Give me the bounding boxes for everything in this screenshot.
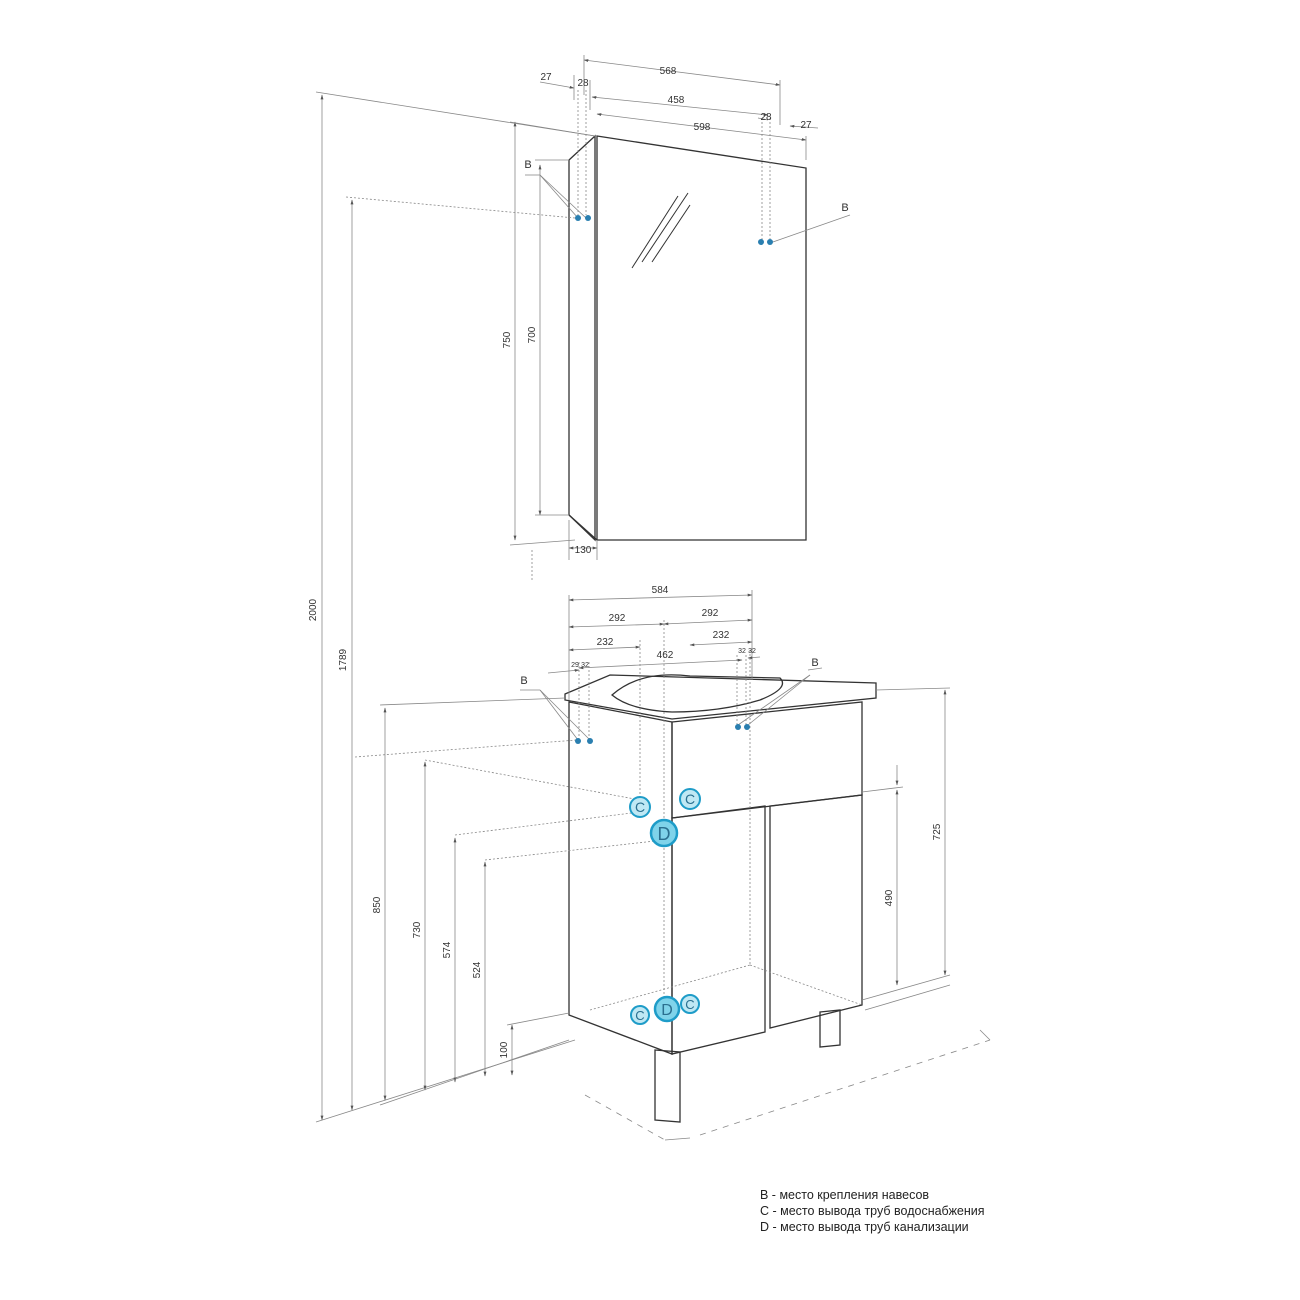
vanity-cabinet [564,674,877,1123]
cabinet-door-left [671,805,766,1055]
legend-drain: D - место вывода труб канализации [760,1220,969,1234]
cabinet-small-b: 32 [581,662,589,669]
drain-outlet-lower [653,995,681,1023]
overall-height-2000: 2000 [308,598,319,621]
drain-label-upper: D [658,824,671,844]
cabinet-hinge-dots [575,724,750,744]
overall-height-1789: 1789 [338,648,349,671]
water-label-upper-right: C [685,791,695,807]
cabinet-height-490: 490 [884,889,895,906]
cabinet-hinge-label-right: B [811,657,818,669]
mirror-height-door: 700 [527,326,538,343]
mirror-depth: 130 [575,545,592,556]
water-label-lower-left: C [635,1008,644,1023]
cabinet-height-524: 524 [472,961,483,978]
cabinet-height-725: 725 [932,823,943,840]
water-label-lower-right: C [685,997,694,1012]
mirror-door-width: 598 [694,122,711,133]
mirror-cabinet [568,134,807,542]
cabinet-half-left: 292 [609,613,626,624]
cabinet-pipe-right: 232 [713,630,730,641]
cabinet-hidden-lines [354,620,863,1011]
cabinet-pipe-left: 232 [597,637,614,648]
mirror-door [596,135,807,541]
cabinet-door-right [769,794,863,1029]
overall-dimensions [315,91,596,1123]
cabinet-half-right: 292 [702,608,719,619]
cabinet-leg-front [654,1049,681,1123]
mirror-side-right: 27 [800,120,812,131]
water-outlet-lower-left [630,1005,650,1025]
mirror-glare [631,192,691,269]
cabinet-dimensions [379,590,991,1141]
mirror-dimensions [509,55,851,580]
cabinet-leg-back [819,1009,841,1048]
mirror-hinge-label-left: B [524,159,531,171]
basin-bowl [611,674,784,713]
cabinet-height-574: 574 [442,941,453,958]
cabinet-height-850: 850 [372,896,383,913]
pipe-outlets [629,788,701,1025]
cabinet-small-d: 32 [748,648,756,655]
cabinet-width-total: 584 [652,585,669,596]
legend: B - место крепления навесов C - место вы… [760,1187,985,1235]
cabinet-hinge-span: 462 [657,650,674,661]
mirror-side-panel [568,134,596,542]
cabinet-small-a: 29 [571,662,579,669]
legend-water: C - место вывода труб водоснабжения [760,1204,985,1218]
mirror-width-total: 568 [660,66,677,77]
mirror-height-total: 750 [502,331,513,348]
mirror-inner-left: 28 [577,78,589,89]
basin-top [564,674,877,720]
water-outlet-upper-left [629,796,651,818]
cabinet-hinge-label-left: B [520,675,527,687]
mirror-hinge-dots [575,215,773,245]
mirror-side-left: 27 [540,72,552,83]
cabinet-height-100: 100 [499,1041,510,1058]
cabinet-small-c: 32 [738,648,746,655]
mirror-hinge-span: 458 [668,95,685,106]
mirror-inner-right: 28 [760,112,772,123]
water-label-upper-left: C [635,799,645,815]
legend-hinge: B - место крепления навесов [760,1188,930,1202]
water-outlet-upper-right [679,788,701,810]
mirror-hinge-label-right: B [841,202,848,214]
drain-outlet-upper [649,818,679,848]
water-outlet-lower-right [680,994,700,1014]
drain-label-lower: D [661,1002,673,1019]
cabinet-height-730: 730 [412,921,423,938]
